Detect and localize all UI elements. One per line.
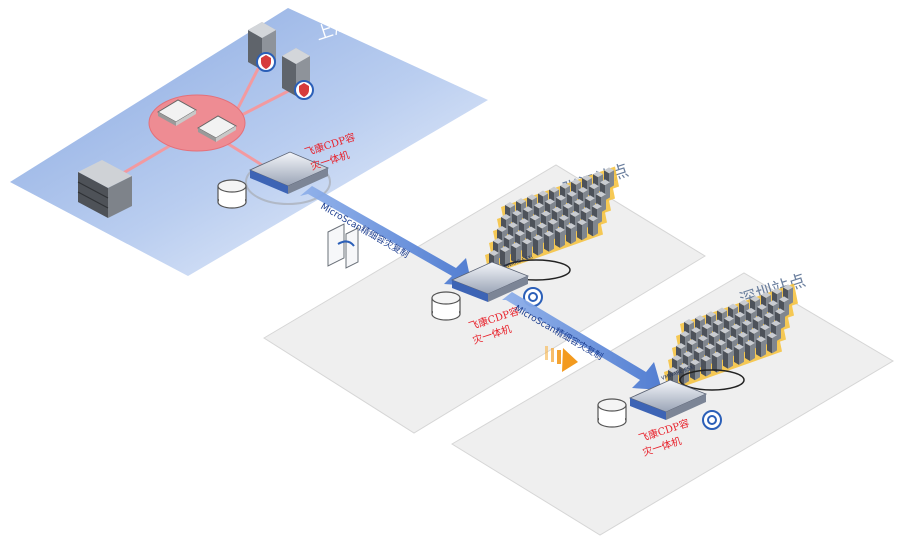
server-rack-group xyxy=(664,283,798,392)
san-switch-icon xyxy=(197,115,237,142)
cdp-appliance-icon xyxy=(248,151,330,194)
rack-server-icon xyxy=(577,219,587,241)
cdp-appliance-icon xyxy=(450,261,530,302)
database-icon xyxy=(217,179,247,209)
sync-icon xyxy=(523,287,543,307)
fast-forward-arrow-icon xyxy=(545,346,578,372)
sync-icon xyxy=(702,410,722,430)
shield-icon xyxy=(294,80,314,100)
rack-server-icon xyxy=(588,215,598,237)
firewall-icon xyxy=(327,223,359,269)
database-icon xyxy=(431,291,461,321)
rack-server-icon xyxy=(555,226,565,248)
database-icon xyxy=(597,398,627,428)
rack-server-icon xyxy=(511,242,521,264)
shield-icon xyxy=(256,52,276,72)
rack-server-icon xyxy=(533,234,543,256)
rack-server-icon xyxy=(745,340,755,362)
zone-shanghai xyxy=(10,8,488,276)
rack-server-icon xyxy=(566,223,576,245)
cdp-appliance-icon xyxy=(628,379,708,420)
server-rack-group xyxy=(485,166,619,275)
rack-server-icon xyxy=(712,351,722,373)
rack-server-icon xyxy=(522,238,532,260)
rack-server-icon xyxy=(771,320,781,342)
rack-server-icon xyxy=(767,332,777,354)
rack-server-icon xyxy=(544,230,554,252)
rack-server-icon xyxy=(723,347,733,369)
rack-server-icon xyxy=(734,343,744,365)
rack-server-icon xyxy=(500,246,510,268)
replication-arrow xyxy=(502,292,662,390)
replication-arrow xyxy=(300,186,472,286)
rack-server-icon xyxy=(756,336,766,358)
san-switch-icon xyxy=(157,99,197,126)
rack-server-icon xyxy=(701,355,711,377)
storage-array-icon xyxy=(77,160,132,218)
